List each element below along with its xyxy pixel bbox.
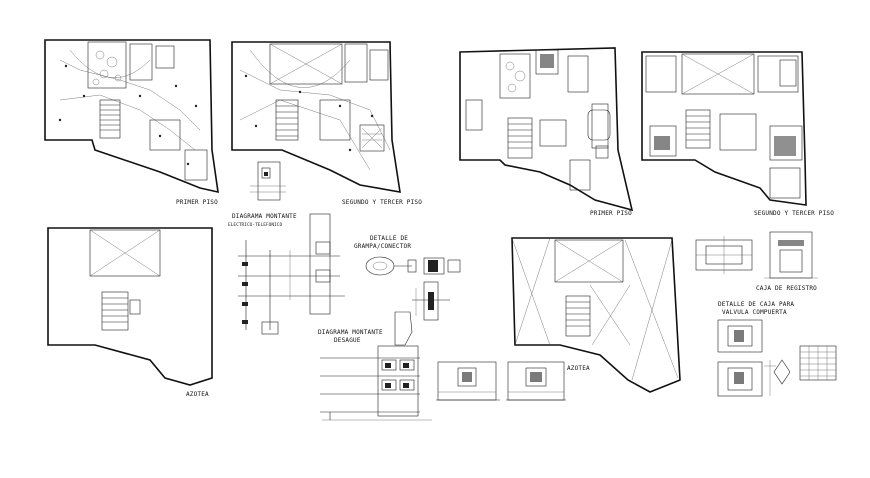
label-diagrama-electrico-1: DIAGRAMA MONTANTE: [232, 213, 297, 220]
label-detalle-caja-2: VALVULA COMPUERTA: [722, 309, 787, 316]
plan-primer-piso-architecture: PRIMER PISO: [459, 47, 634, 217]
label-azotea-1: AZOTEA: [186, 391, 209, 398]
detail-schedule-table: [799, 345, 837, 381]
label-primer-piso-1: PRIMER PISO: [176, 199, 218, 206]
detail-column-section: [250, 161, 286, 201]
plan-azotea-1: AZOTEA: [47, 227, 213, 398]
detail-caja-registro: CAJA DE REGISTRO: [695, 231, 818, 292]
label-segundo-tercer-piso-1: SEGUNDO Y TERCER PISO: [342, 199, 422, 206]
plan-primer-piso-electrical: PRIMER PISO: [44, 39, 219, 206]
label-detalle-caja-1: DETALLE DE CAJA PARA: [718, 301, 794, 308]
diagram-drain-riser: DIAGRAMA MONTANTE DESAGUE: [318, 311, 432, 421]
detail-caja-valvula: DETALLE DE CAJA PARA VALVULA COMPUERTA: [717, 301, 837, 397]
label-caja-registro: CAJA DE REGISTRO: [756, 285, 817, 292]
detail-grampa-conector: DETALLE DE GRAMPA/CONECTOR: [354, 235, 461, 321]
plan-segundo-tercer-piso-architecture: SEGUNDO Y TERCER PISO: [641, 51, 834, 217]
plan-azotea-2: AZOTEA: [511, 237, 681, 393]
label-diagrama-desague-1: DIAGRAMA MONTANTE: [318, 329, 383, 336]
label-segundo-tercer-piso-2: SEGUNDO Y TERCER PISO: [754, 210, 834, 217]
label-diagrama-electrico-2: ELECTRICO-TELEFONICO: [228, 222, 282, 228]
label-detalle-grampa-1: DETALLE DE: [370, 235, 408, 242]
label-detalle-grampa-2: GRAMPA/CONECTOR: [354, 243, 411, 250]
detail-sections-bottom: [436, 361, 566, 401]
plan-segundo-tercer-piso-electrical: SEGUNDO Y TERCER PISO: [231, 41, 422, 206]
label-primer-piso-2: PRIMER PISO: [590, 210, 632, 217]
label-diagrama-desague-2: DESAGUE: [334, 337, 361, 344]
diagram-electrical-riser: DIAGRAMA MONTANTE ELECTRICO-TELEFONICO: [228, 213, 345, 335]
label-azotea-2: AZOTEA: [567, 365, 590, 372]
